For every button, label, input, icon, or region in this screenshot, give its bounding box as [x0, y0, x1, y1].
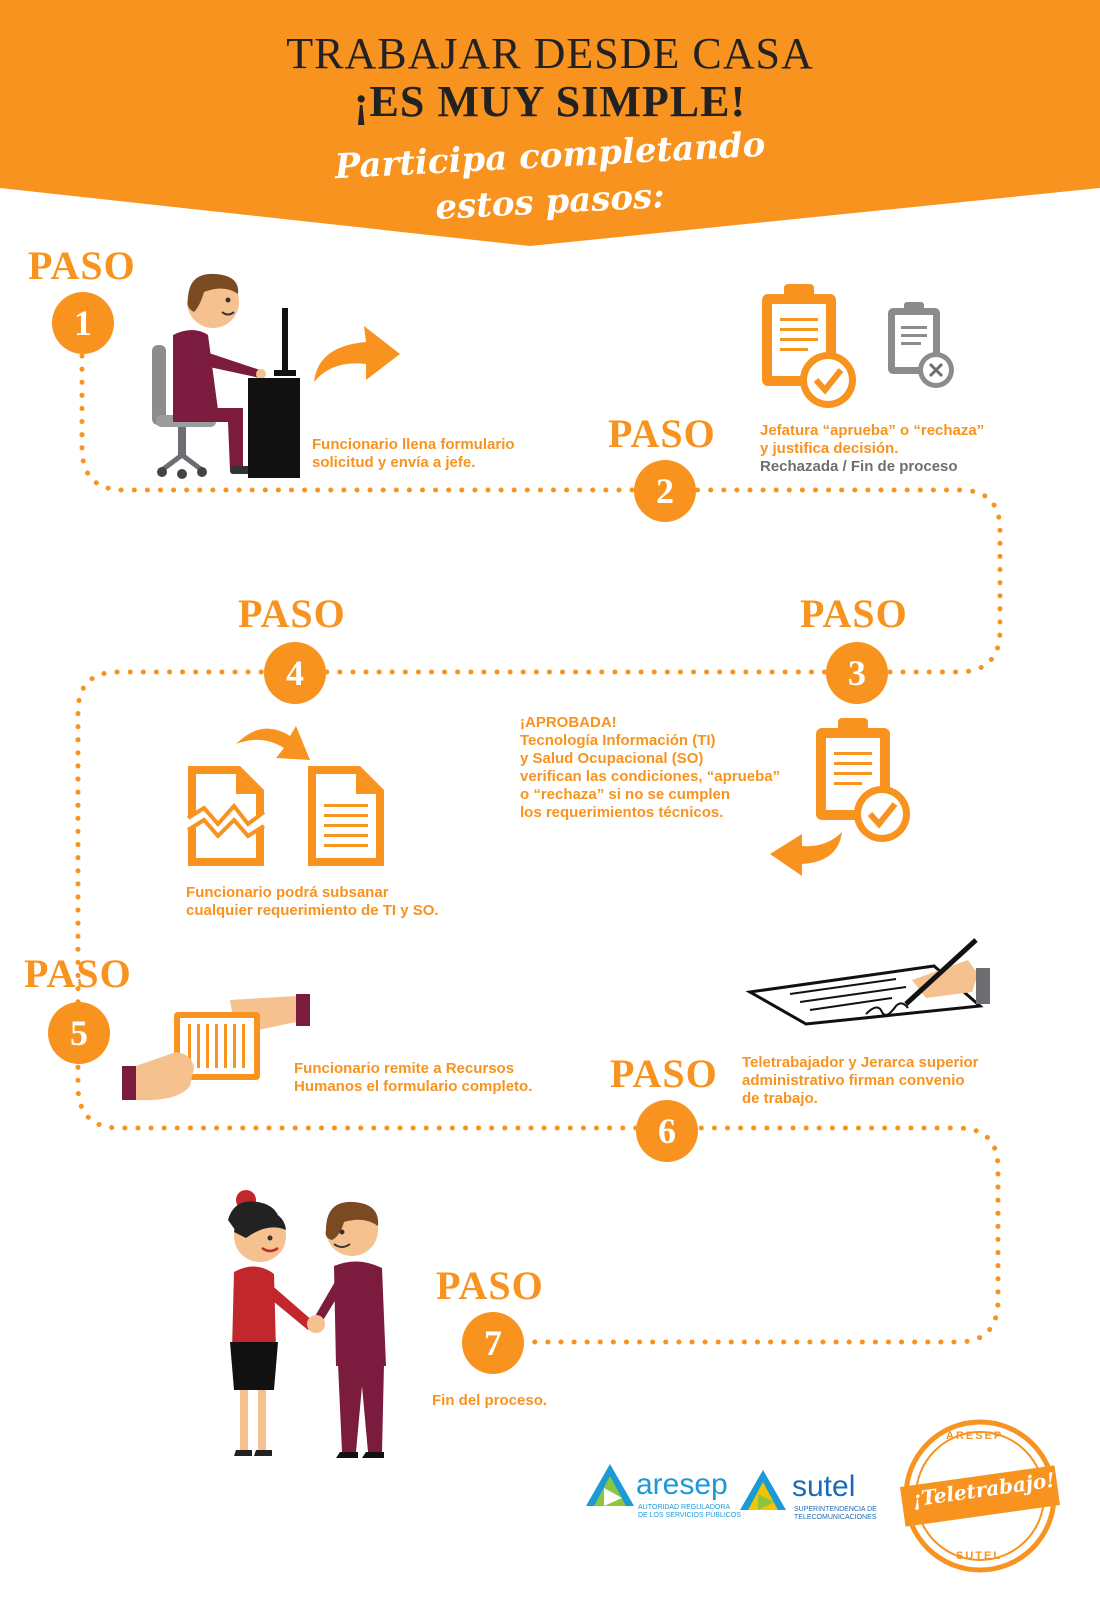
step-6-label: PASO — [610, 1051, 718, 1096]
clipboard-x-icon — [888, 302, 954, 388]
step-5-label: PASO — [24, 951, 132, 996]
sutel-logo-tagline: SUPERINTENDENCIA DE TELECOMUNICACIONES — [794, 1506, 877, 1521]
aresep-logo-name: aresep — [636, 1468, 728, 1501]
step-7-label: PASO — [436, 1263, 544, 1308]
broken-document-icon — [186, 766, 266, 866]
teletrabajo-stamp-icon — [900, 1419, 1060, 1573]
sutel-logo-icon — [740, 1470, 786, 1510]
stamp-bottom-text: SUTEL — [956, 1550, 1003, 1562]
step-1-label: PASO — [28, 243, 136, 288]
sutel-logo-name: sutel — [792, 1470, 856, 1503]
arrow-icon — [236, 726, 310, 760]
arrow-icon — [314, 326, 400, 382]
aresep-logo-tagline: AUTORIDAD REGULADORA DE LOS SERVICIOS PÚ… — [638, 1504, 741, 1519]
header-banner — [0, 0, 1100, 246]
step-4-description: Funcionario podrá subsanar cualquier req… — [186, 884, 439, 919]
aresep-logo-icon — [586, 1464, 634, 1506]
arrow-icon — [770, 832, 842, 876]
signing-contract-icon — [746, 938, 990, 1026]
person-at-computer-icon — [152, 273, 300, 479]
step-2-label: PASO — [608, 411, 716, 456]
clipboard-check-icon — [762, 284, 856, 408]
step-1-number: 1 — [52, 292, 114, 354]
step-5-number: 5 — [48, 1002, 110, 1064]
step-2-rejected-note: Rechazada / Fin de proceso — [760, 458, 958, 475]
step-4-number: 4 — [264, 642, 326, 704]
step-6-description: Teletrabajador y Jerarca superior admini… — [742, 1054, 979, 1107]
step-2-description: Jefatura “aprueba” o “rechaza” y justifi… — [760, 422, 985, 475]
step-2-number: 2 — [634, 460, 696, 522]
step-3-description: ¡APROBADA! Tecnología Información (TI) y… — [520, 714, 781, 821]
step-7-description: Fin del proceso. — [432, 1392, 548, 1409]
step-6-number: 6 — [636, 1100, 698, 1162]
step-4-label: PASO — [238, 591, 346, 636]
page-title-line2: ¡ES MUY SIMPLE! — [353, 77, 747, 126]
step-3-number: 3 — [826, 642, 888, 704]
hands-passing-document-icon — [122, 994, 310, 1101]
step-3-label: PASO — [800, 591, 908, 636]
handshake-people-icon — [228, 1190, 386, 1458]
page-title-line1: TRABAJAR DESDE CASA — [286, 29, 814, 78]
step-7-number: 7 — [462, 1312, 524, 1374]
stamp-top-text: ARESEP — [946, 1430, 1004, 1442]
document-icon — [308, 766, 384, 866]
step-1-description: Funcionario llena formulario solicitud y… — [312, 436, 515, 471]
clipboard-check-icon — [816, 718, 910, 842]
step-5-description: Funcionario remite a Recursos Humanos el… — [294, 1060, 533, 1095]
